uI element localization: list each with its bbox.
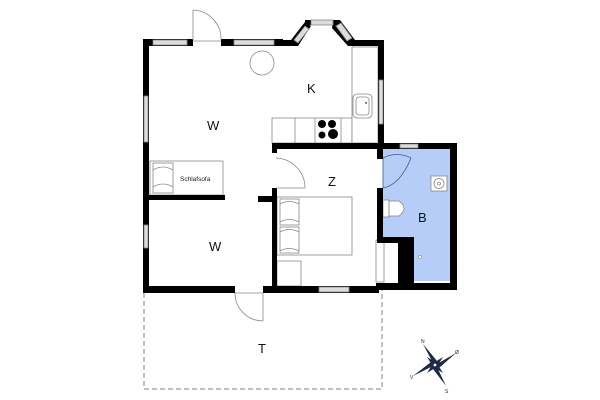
- front-door[interactable]: [192, 9, 222, 42]
- room-label-terrace: T: [258, 341, 266, 356]
- sofa-bed: [149, 160, 224, 196]
- windows: [143, 19, 419, 293]
- cabinet: [276, 260, 302, 287]
- window-bottom-z: [318, 286, 350, 293]
- window-bay-top: [310, 19, 334, 26]
- sofa-label: Schlafsofa: [180, 176, 211, 183]
- window-left-upper: [143, 95, 149, 143]
- window-left-lower: [143, 224, 149, 249]
- round-table: [249, 50, 275, 76]
- storage-box: [375, 239, 385, 283]
- window-bay-left: [293, 25, 310, 44]
- window-top-left: [152, 39, 188, 46]
- terrace-door[interactable]: [234, 292, 264, 322]
- window-top-middle: [233, 39, 275, 46]
- window-right-kitchen: [378, 79, 384, 125]
- sink-icon: [352, 93, 373, 119]
- toilet-icon: [382, 199, 405, 218]
- window-bathroom: [399, 143, 419, 149]
- floor-drain-icon: [418, 255, 422, 259]
- window-bay-right: [335, 22, 353, 42]
- compass-east: Ø: [455, 350, 459, 356]
- bathroom-door[interactable]: [382, 154, 412, 189]
- shower-icon: [430, 175, 448, 192]
- room-label-living-top: W: [207, 118, 220, 133]
- compass-north: N: [421, 339, 425, 345]
- stove-icon: [318, 120, 338, 139]
- room-label-bedroom: Z: [328, 174, 336, 189]
- room-label-bathroom: B: [418, 210, 427, 225]
- room-label-living-bottom: W: [209, 239, 222, 254]
- bedroom-door[interactable]: [275, 157, 306, 189]
- compass-west: V: [410, 375, 414, 381]
- compass-south: S: [445, 389, 449, 395]
- terrace-area: [143, 290, 383, 390]
- double-bed: [276, 196, 353, 256]
- room-label-kitchen: K: [307, 81, 316, 96]
- compass-rose-icon: N Ø S V: [410, 339, 459, 395]
